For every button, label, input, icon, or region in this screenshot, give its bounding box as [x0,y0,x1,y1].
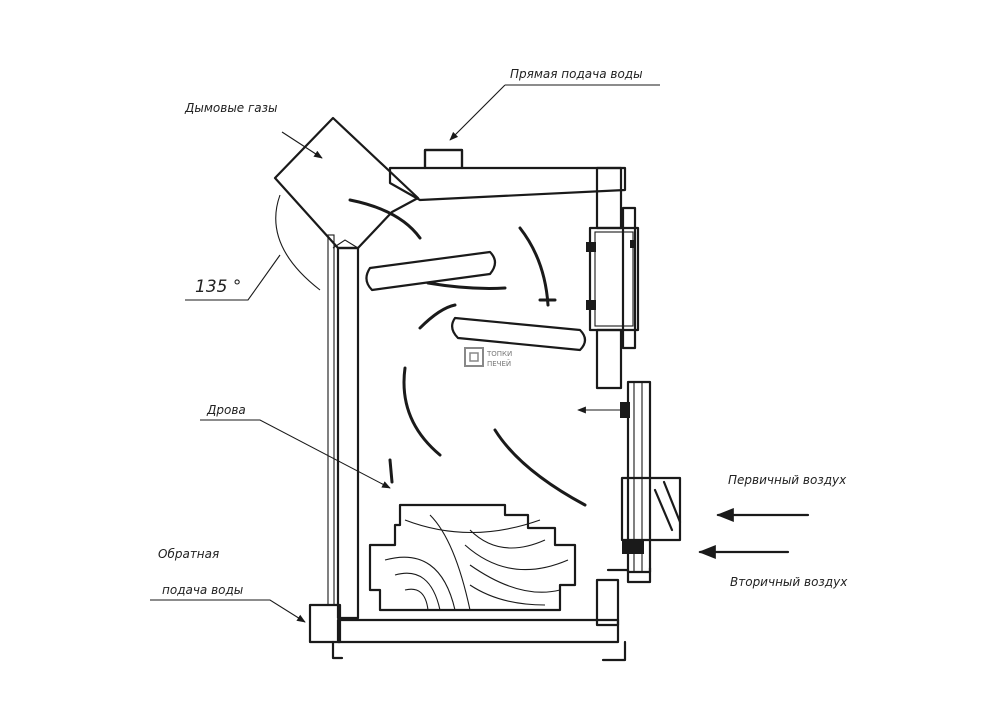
label-return-water-1: Обратная [158,547,219,561]
label-flue-gas: Дымовые газы [184,101,278,115]
label-firewood: Дрова [206,403,246,417]
boiler-walls [273,116,627,662]
baffle-lower [451,316,587,352]
watermark: ТОПКИ ПЕЧЕЙ [464,347,512,368]
baffle-upper [365,250,497,292]
air-damper-box [620,476,682,542]
hinge-bottom [586,300,596,310]
label-return-water-2: подача воды [162,583,243,597]
damper-flap [653,480,682,532]
labels: Прямая подача воды Дымовые газы 135 ° Др… [158,67,848,597]
label-direct-water: Прямая подача воды [510,67,643,81]
right-wall-upper [595,166,623,230]
label-angle: 135 ° [195,277,241,297]
direct-water-pipe [423,148,464,170]
left-foot [331,640,344,660]
firewood-stack [368,503,577,612]
left-outer-panel [327,234,335,606]
flue-joint [332,239,359,249]
watermark-line1: ТОПКИ [486,350,512,358]
flow-arcs [348,198,587,507]
latch-bottom [622,540,644,554]
upper-door [586,206,640,350]
firewood-outline [368,503,577,612]
baffles [365,250,587,352]
left-wall [336,246,360,620]
watermark-logo-icon [464,347,484,367]
upper-door-plate [621,206,637,350]
upper-door-frame [588,226,640,332]
label-secondary-air: Вторичный воздух [730,575,848,589]
label-primary-air: Первичный воздух [728,473,847,487]
hinge-top [586,242,596,252]
bottom-right-wall [595,578,620,627]
flue-pipe [273,116,420,250]
bottom-wall [336,618,620,644]
return-water-pipe [308,603,342,644]
right-wall-middle [595,328,623,390]
watermark-line2: ПЕЧЕЙ [487,359,511,368]
leaders [150,84,810,623]
lower-door [606,380,682,584]
right-foot [601,640,627,662]
